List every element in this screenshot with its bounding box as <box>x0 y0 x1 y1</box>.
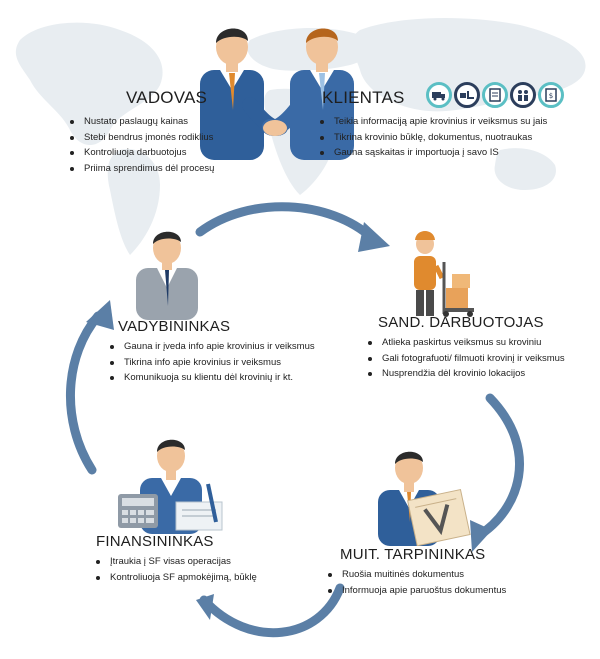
arrow-left <box>66 311 103 475</box>
list-item: Gauna ir įveda info apie krovinius ir ve… <box>110 339 315 355</box>
list-item: Priima sprendimus dėl procesų <box>70 161 214 177</box>
list-item: Gauna sąskaitas ir importuoja į savo IS <box>320 145 547 161</box>
role-title-muit-tarpininkas: MUIT. TARPININKAS <box>340 546 486 563</box>
role-title-vadybininkas: VADYBININKAS <box>118 318 231 335</box>
role-muit-tarpininkas: MUIT. TARPININKAS Ruošia muitinės dokume… <box>328 546 506 598</box>
list-item: Teikia informaciją apie krovinius ir vei… <box>320 114 547 130</box>
role-finansininkas: FINANSININKAS Įtraukia į SF visas operac… <box>96 533 257 585</box>
arrow-top <box>195 202 377 243</box>
arrowhead-top <box>358 222 390 252</box>
list-item: Stebi bendrus įmonės rodiklius <box>70 130 214 146</box>
list-item: Komunikuoja su klientu dėl krovinių ir k… <box>110 370 315 386</box>
office-manager-illustration <box>136 231 198 320</box>
role-title-finansininkas: FINANSININKAS <box>96 533 214 550</box>
invoice-icon: $ <box>538 82 564 108</box>
arrowhead-bottom <box>196 594 214 620</box>
forklift-icon <box>454 82 480 108</box>
document-icon <box>482 82 508 108</box>
list-item: Įtraukia į SF visas operacijas <box>96 554 257 570</box>
list-item: Nusprendžia dėl krovinio lokacijos <box>368 366 565 382</box>
role-title-sand-darbuotojas: SAND. DARBUOTOJAS <box>378 314 544 331</box>
people-icon <box>510 82 536 108</box>
role-vadovas: VADOVAS Nustato paslaugų kainas Stebi be… <box>70 88 214 176</box>
warehouse-worker-illustration <box>414 231 474 317</box>
list-item: Kontroliuoja darbuotojus <box>70 145 214 161</box>
arrow-bottom <box>199 583 345 638</box>
list-item: Atlieka paskirtus veiksmus su kroviniu <box>368 335 565 351</box>
list-item: Informuoja apie paruoštus dokumentus <box>328 583 506 599</box>
list-item: Tikrina krovinio būklę, dokumentus, nuot… <box>320 130 547 146</box>
list-item: Nustato paslaugų kainas <box>70 114 214 130</box>
arrowhead-left <box>86 300 114 330</box>
role-klientas: KLIENTAS Teikia informaciją apie krovini… <box>320 88 547 161</box>
list-item: Ruošia muitinės dokumentus <box>328 567 506 583</box>
arrow-right <box>473 393 524 541</box>
role-sand-darbuotojas: SAND. DARBUOTOJAS Atlieka paskirtus veik… <box>368 314 565 382</box>
role-title-vadovas: VADOVAS <box>126 88 208 107</box>
role-title-klientas: KLIENTAS <box>322 88 405 107</box>
customs-broker-illustration <box>378 451 471 546</box>
list-item: Kontroliuoja SF apmokėjimą, būklę <box>96 570 257 586</box>
manager-client-handshake-illustration <box>200 28 354 160</box>
list-item: Gali fotografuoti/ filmuoti krovinį ir v… <box>368 351 565 367</box>
list-item: Tikrina info apie krovinius ir veiksmus <box>110 355 315 371</box>
svg-text:$: $ <box>549 92 553 100</box>
truck-icon <box>426 82 452 108</box>
role-vadybininkas: VADYBININKAS Gauna ir įveda info apie kr… <box>110 318 315 386</box>
accountant-illustration <box>118 439 223 534</box>
arrowhead-right <box>470 520 492 552</box>
